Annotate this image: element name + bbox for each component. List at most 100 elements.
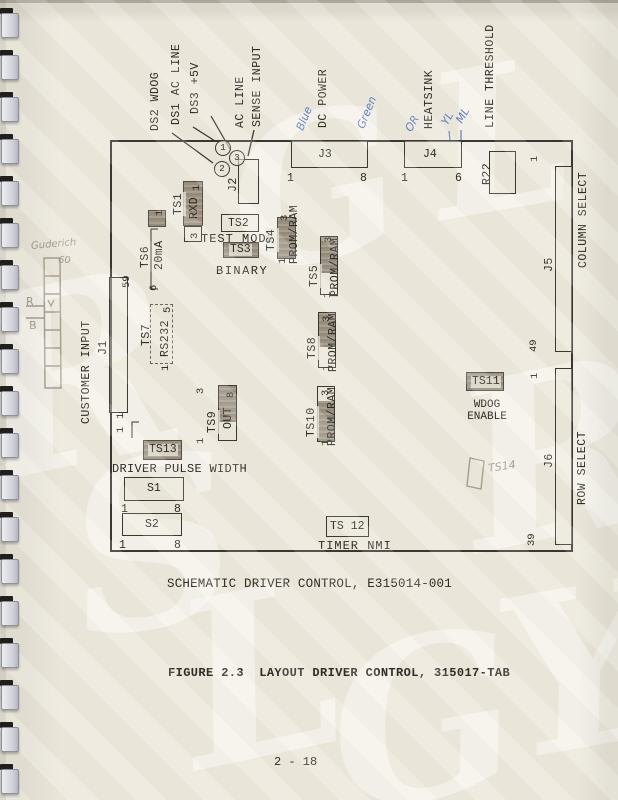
component-ts12-label: TS 12 [330,520,365,533]
component-ts3-label: TS3 [229,243,252,256]
binding-tooth [1,727,19,752]
ts10-shading [318,401,334,441]
j4-pin-6: 6 [455,172,462,185]
switch-s1-label: S1 [147,482,161,495]
label-column-select: COLUMN SELECT [577,171,590,268]
ts2-test-mode-label: TEST MODE [201,232,275,246]
binding-tooth [1,55,19,80]
component-ts1-socket [184,226,202,242]
leader-ds1-to-led1 [192,126,216,142]
ts9-pin-3: 3 [195,387,207,394]
ts7-pin-5: 5 [162,306,174,313]
pencil-b-label: B [29,319,37,332]
binding-slot [0,596,13,602]
component-ts5-label: TS5 [308,263,322,288]
ts7-rs232-label: RS232 [159,319,172,357]
ts9-out-label: OUT [222,406,235,429]
label-ds3-5v: DS3 +5V [189,62,202,114]
connector-j4 [404,140,462,168]
label-row-select: ROW SELECT [576,430,589,505]
binding-tooth [1,601,19,626]
label-sense-input: SENSE INPUT [251,45,264,127]
ts13-driver-pulse-width-label: DRIVER PULSE WIDTH [112,462,248,476]
schematic-caption: SCHEMATIC DRIVER CONTROL, E315014-001 [167,577,452,591]
leader-acline-to-j2 [247,129,255,157]
ts8-prom-ram-label: PROM/RAM [327,312,340,372]
ts12-timer-nmi-label: TIMER NMI [318,539,392,553]
component-ts10-label: TS10 [305,406,319,438]
led3-indicator: 3 [229,150,245,166]
component-ts4-label: TS4 [265,227,279,252]
ts3-binary-label: BINARY [216,264,269,278]
ts4-prom-ram-label: PROM/RAM [288,204,301,264]
switch-s2-label: S2 [145,518,159,531]
j5-pin-49: 49 [528,339,540,352]
component-ts6-label: TS6 [139,245,152,268]
label-dc-power: DC POWER [317,68,330,128]
binding-tooth [1,139,19,164]
pencil-ladder-sketch [26,257,62,389]
figure-caption: FIGURE 2.3 LAYOUT DRIVER CONTROL, 315017… [168,666,511,680]
pencil-r-label: R [26,295,34,308]
j3-pin-1: 1 [287,172,294,185]
binding-tooth [1,223,19,248]
binding-slot [0,134,13,140]
j1-pin-59: 59 [121,275,133,288]
switch-s2 [122,513,182,536]
pencil-ts14-outline [466,457,485,490]
pencil-number-note: 60 [58,255,71,266]
binding-slot [0,176,13,182]
led1-indicator: 1 [215,140,231,156]
ts6-pin-6: 6 [148,284,160,291]
binding-tooth [1,181,19,206]
connector-j4-label: J4 [423,148,437,161]
connector-j1-label: J1 [97,340,110,355]
label-line-threshold: LINE THRESHOLD [484,24,497,128]
ts1-rxd-label: RXD [188,196,201,219]
binding-tooth [1,517,19,542]
ts9-pin-8: 8 [225,391,237,398]
connector-j3-label: J3 [318,148,332,161]
binding-slot [0,680,13,686]
binding-tooth [1,97,19,122]
page-number: 2 - 18 [274,755,318,769]
j5-pin-1: 1 [529,155,541,162]
j3-pin-8: 8 [360,172,367,185]
connector-j2 [238,159,259,204]
binding-slot [0,638,13,644]
ts6-20ma-label: 20mA [153,240,166,270]
binding-tooth [1,391,19,416]
binding-tooth [1,685,19,710]
label-customer-input: CUSTOMER INPUT [80,320,93,424]
component-ts11-label: TS11 [471,375,501,388]
led2-indicator: 2 [214,161,230,177]
binding-tooth [1,433,19,458]
ts5-shading [321,237,337,273]
component-ts2-label: TS2 [228,217,249,230]
ts10-prom-ram-label: PROM/RAM [326,386,339,446]
component-ts7 [150,304,173,364]
ts11-enable-label: ENABLE [467,411,507,423]
binding-slot [0,470,13,476]
connector-j5-label: J5 [543,257,556,272]
ts1-pin-3: 3 [189,232,201,239]
j1-pin-1: 1 [115,412,127,419]
connector-j5 [555,166,573,352]
ts8-shading [319,313,335,347]
ts6-pin-1: 1 [154,209,166,216]
binding-slot [0,554,13,560]
ts5-prom-ram-label: PROM/RAM [329,237,342,297]
binding-slot [0,260,13,266]
blue-ticks [448,130,462,141]
component-ts1-label: TS1 [172,191,186,216]
component-ts13-label: TS13 [148,443,178,456]
binding-tooth [1,769,19,794]
binding-tooth [1,643,19,668]
binding-tooth [1,475,19,500]
ts13-bracket [131,421,139,438]
binding-slot [0,344,13,350]
label-ds1-ac-line: DS1 AC LINE [170,43,183,125]
binding-slot [0,50,13,56]
